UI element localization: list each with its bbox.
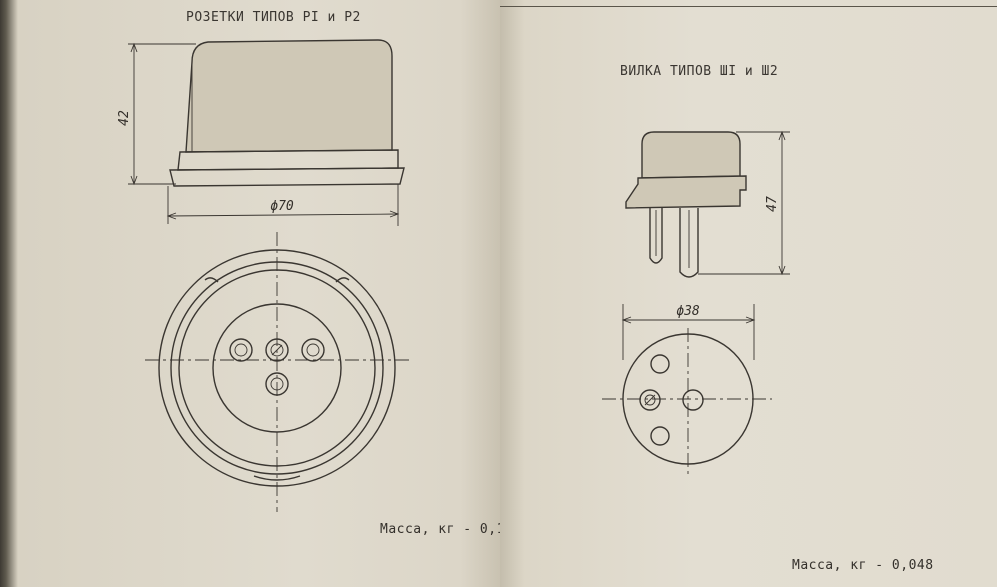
socket-diameter-label: ϕ70	[270, 199, 294, 214]
left-page: РОЗЕТКИ ТИПОВ PI и P2 42	[0, 0, 500, 587]
socket-side-view	[169, 39, 405, 187]
right-page: ВИЛКА ТИПОВ ШI и Ш2 47	[500, 0, 997, 587]
socket-height-label: 42	[117, 110, 132, 126]
plug-drawing: 47 ϕ38	[602, 130, 790, 476]
socket-diameter-dimension: ϕ70	[166, 184, 400, 226]
socket-plan-view	[145, 232, 412, 512]
plug-pin-holes	[639, 354, 704, 446]
socket-height-dimension: 42	[117, 42, 196, 186]
plug-plan-view	[602, 328, 772, 476]
plug-diameter-dimension: ϕ38	[621, 304, 756, 360]
socket-drawing: 42 ϕ70	[117, 39, 412, 512]
socket-contact-holes	[229, 338, 325, 396]
plug-side-view	[625, 131, 747, 278]
left-page-mass: Масса, кг - 0,11	[380, 522, 500, 537]
right-page-title: ВИЛКА ТИПОВ ШI и Ш2	[620, 64, 779, 79]
plug-diameter-label: ϕ38	[676, 304, 700, 319]
plug-height-dimension: 47	[698, 130, 790, 276]
left-page-title: РОЗЕТКИ ТИПОВ PI и P2	[186, 10, 361, 25]
right-page-mass: Масса, кг - 0,048	[792, 558, 934, 573]
plug-height-label: 47	[765, 196, 780, 212]
right-page-top-rule	[500, 0, 997, 7]
